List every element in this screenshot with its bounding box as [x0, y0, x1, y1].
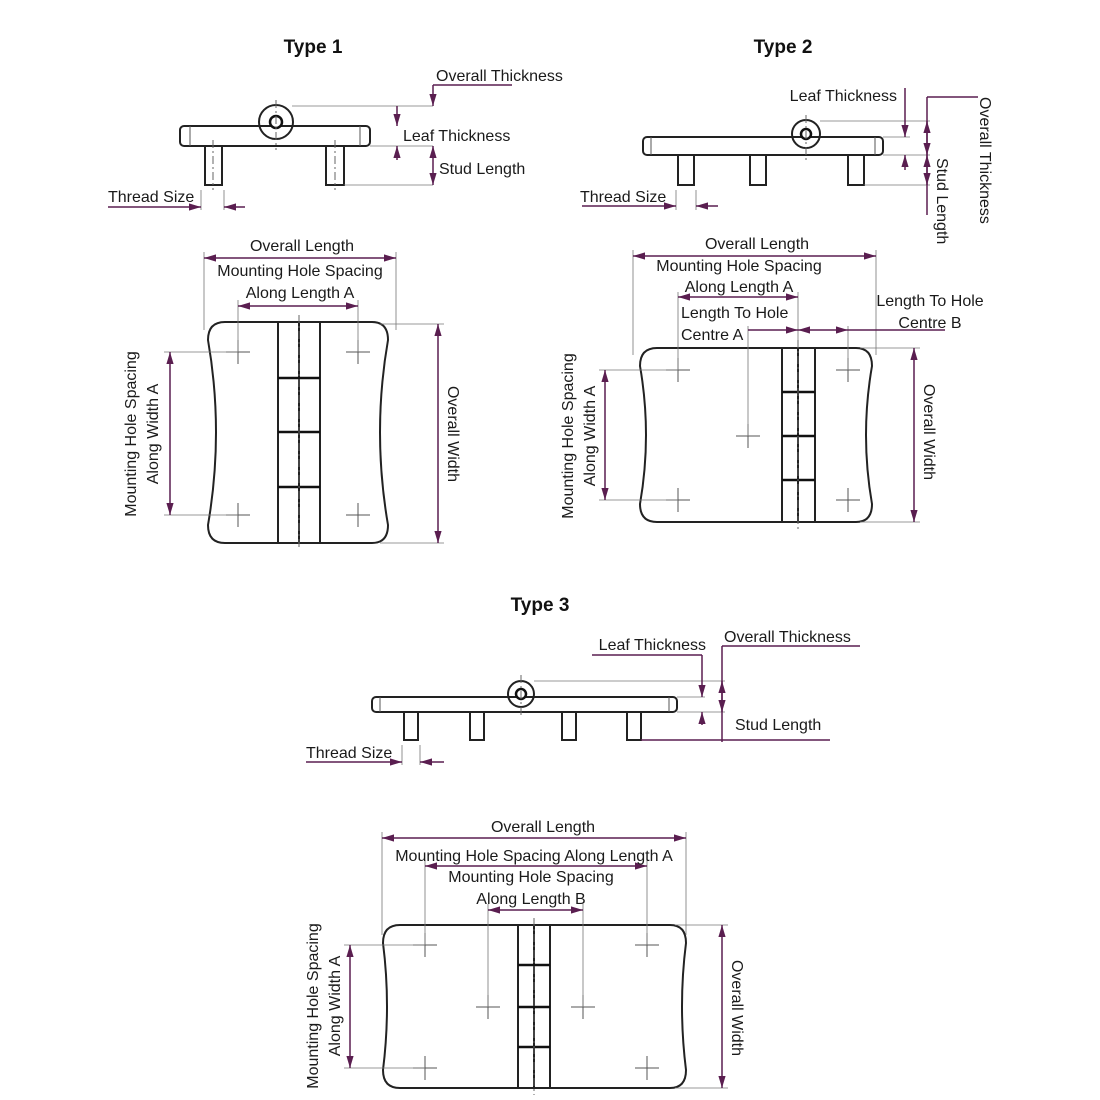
type3-leaf-thickness-label: Leaf Thickness — [599, 637, 706, 654]
type1-side-view — [108, 84, 512, 211]
type2-mhs-length-label-2: Along Length A — [685, 279, 794, 296]
type1-overall-thickness-label: Overall Thickness — [436, 68, 563, 85]
type3-mhs-length-b-label-2: Along Length B — [476, 891, 585, 908]
type3-title: Type 3 — [511, 595, 570, 616]
type1-leaf-thickness-label: Leaf Thickness — [403, 128, 510, 145]
type3-overall-thickness-label: Overall Thickness — [724, 629, 851, 646]
type2-stud-length-label: Stud Length — [933, 158, 950, 244]
type2-length-to-hole-a-label-2: Centre A — [681, 327, 744, 344]
type3-top-view — [344, 832, 728, 1095]
type3-mhs-length-a-label: Mounting Hole Spacing Along Length A — [395, 848, 673, 865]
type1-top-view — [164, 252, 444, 550]
type2-side-view — [582, 88, 978, 215]
type3-overall-width-label: Overall Width — [728, 960, 745, 1056]
type3-mhs-width-label-2: Along Width A — [327, 955, 344, 1056]
type3-stud-length-label: Stud Length — [735, 717, 821, 734]
type1-title: Type 1 — [284, 37, 343, 58]
type2-overall-thickness-label: Overall Thickness — [976, 97, 993, 224]
type1-mhs-width-label-1: Mounting Hole Spacing — [123, 351, 140, 516]
type1-stud-length-label: Stud Length — [439, 161, 525, 178]
type1-mhs-length-label-2: Along Length A — [246, 285, 355, 302]
type3-section: Type 3 Leaf Thickness Overal — [305, 595, 860, 1095]
type1-thread-size-label: Thread Size — [108, 189, 194, 206]
type2-length-to-hole-b-label-2: Centre B — [898, 315, 961, 332]
type2-overall-width-label: Overall Width — [920, 384, 937, 480]
type3-mhs-length-b-label-1: Mounting Hole Spacing — [448, 869, 613, 886]
type3-mhs-width-label-1: Mounting Hole Spacing — [305, 923, 322, 1088]
type2-overall-length-label: Overall Length — [705, 236, 809, 253]
type1-overall-width-label: Overall Width — [444, 386, 461, 482]
type2-leaf-thickness-label: Leaf Thickness — [790, 88, 897, 105]
type1-mhs-width-label-2: Along Width A — [145, 383, 162, 484]
type2-mhs-width-label-2: Along Width A — [582, 385, 599, 486]
type2-title: Type 2 — [754, 37, 813, 58]
type2-length-to-hole-b-label-1: Length To Hole — [876, 293, 983, 310]
type2-section: Type 2 Leaf Thickness Overall Thick — [560, 37, 993, 530]
type3-side-view — [306, 645, 860, 766]
type1-mhs-length-label-1: Mounting Hole Spacing — [217, 263, 382, 280]
type2-mhs-length-label-1: Mounting Hole Spacing — [656, 258, 821, 275]
type3-thread-size-label: Thread Size — [306, 745, 392, 762]
type1-overall-length-label: Overall Length — [250, 238, 354, 255]
type2-top-view — [599, 250, 945, 530]
type3-overall-length-label: Overall Length — [491, 819, 595, 836]
type1-section: Type 1 Overall Thickness Leaf Thickness … — [108, 37, 563, 550]
type2-mhs-width-label-1: Mounting Hole Spacing — [560, 353, 577, 518]
type2-length-to-hole-a-label-1: Length To Hole — [681, 305, 788, 322]
type2-thread-size-label: Thread Size — [580, 189, 666, 206]
